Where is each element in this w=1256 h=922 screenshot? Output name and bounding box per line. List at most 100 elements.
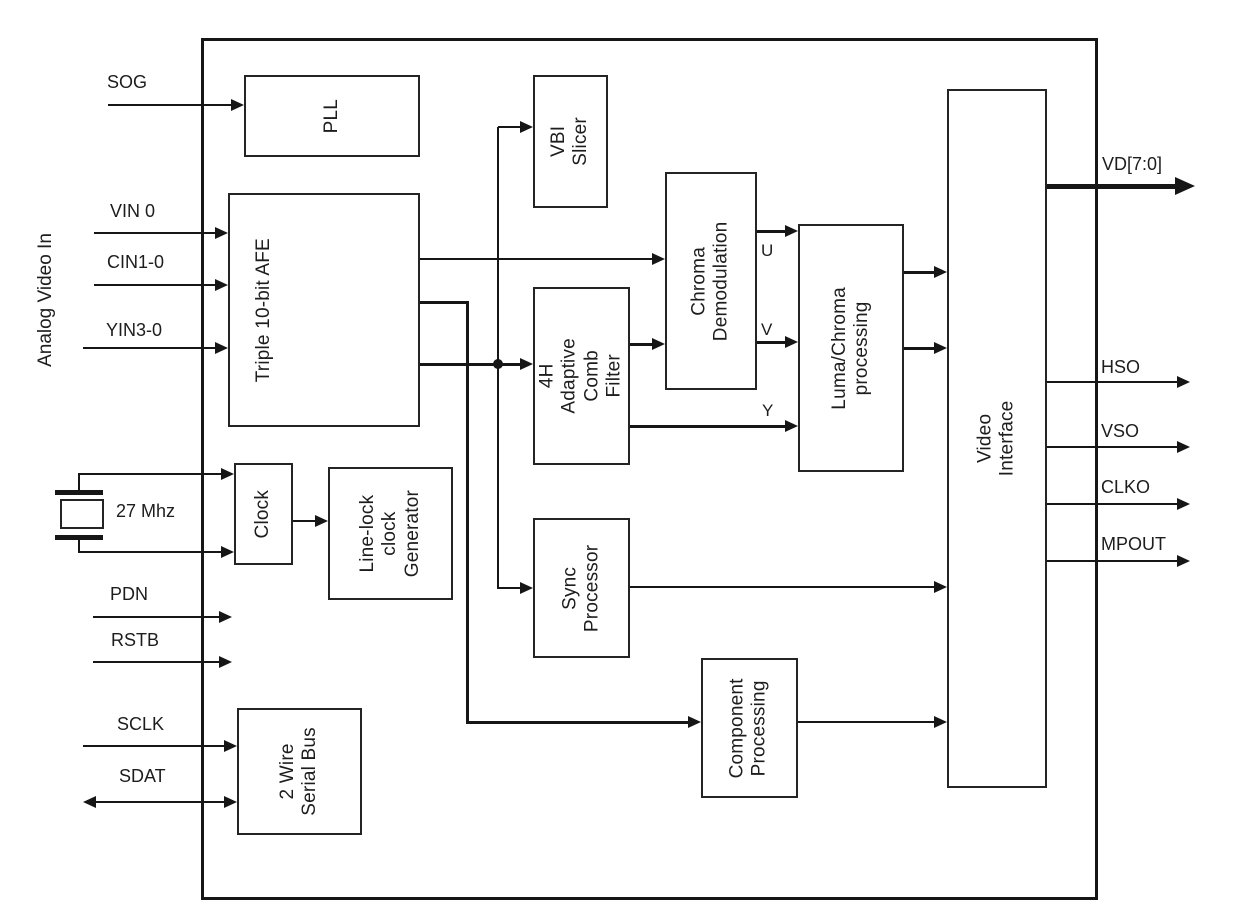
wire-y-arrowhead [785,420,798,432]
wire-pdn [93,616,219,618]
junction-dot [493,359,503,369]
wire-sclk-arrowhead [224,740,237,752]
wire-luma-out2 [904,347,934,350]
wire-cin [94,284,215,286]
wire-afe-to-chroma-arrowhead [652,253,665,265]
wire-vd-bus-arrowhead [1175,177,1195,195]
wire-vd-bus [1047,184,1175,189]
wire-to-vbi-arrowhead [520,121,533,133]
wire-vso [1047,446,1177,448]
wire-luma-out2-arrowhead [934,342,947,354]
wire-hso [1047,381,1177,383]
block-comb-filter: 4H Adaptive Comb Filter [533,287,630,465]
wire-rstb [93,661,219,663]
block-line-lock-label: Line-lock clock Generator [356,489,423,578]
wire-mpout-arrowhead [1177,555,1190,567]
pin-label-vso: VSO [1101,421,1140,441]
wire-vin0 [94,232,215,234]
block-sync-processor: Sync Processor [533,518,630,658]
wire-clock-to-linelock [293,520,315,522]
block-afe: Triple 10-bit AFE [228,193,420,427]
crystal-stub-top [78,473,80,491]
pin-label-sog: SOG [107,72,148,92]
signal-label-v: V [761,320,773,339]
wire-afe-to-comb-arrowhead [520,358,533,370]
crystal-stub-bottom [78,539,80,553]
block-component-processing: Component Processing [701,658,798,798]
analog-video-in-label: Analog Video In [35,233,56,367]
signal-label-u: U [761,241,774,260]
wire-afe-to-chroma [420,258,652,260]
block-line-lock: Line-lock clock Generator [328,467,453,600]
block-vbi-slicer: VBI Slicer [533,75,608,208]
block-luma-chroma-label: Luma/Chroma processing [828,286,872,410]
pin-label-clko: CLKO [1101,477,1151,497]
wire-v [757,341,785,344]
wire-sdat [96,801,224,803]
block-vbi-slicer-label: VBI Slicer [548,117,592,166]
wire-crystal-bottom [80,551,221,553]
wire-sync-to-video [630,586,934,588]
wire-pdn-arrowhead [219,611,232,623]
wire-mpout [1047,560,1177,562]
block-chroma-demod: Chroma Demodulation [665,172,757,390]
block-pll: PLL [244,75,420,157]
pin-label-pdn: PDN [110,584,149,604]
wire-to-component-arrowhead [688,716,701,728]
wire-vso-arrowhead [1177,441,1190,453]
wire-comb-to-chroma-arrowhead [652,338,665,350]
wire-to-sync-arrowhead [520,582,533,594]
wire-branch-vertical [497,127,499,589]
pin-label-rstb: RSTB [111,630,160,650]
wire-sog [108,104,231,106]
wire-sdat-arrowhead-left [83,796,96,808]
pin-label-mpout: MPOUT [1101,534,1166,554]
wire-clko-arrowhead [1177,498,1190,510]
wire-sdat-arrowhead-right [224,796,237,808]
pin-label-sclk: SCLK [117,714,165,734]
block-luma-chroma: Luma/Chroma processing [798,224,904,472]
wire-vin0-arrowhead [215,227,228,239]
wire-crystal-top [80,473,221,475]
wire-luma-out1 [904,271,934,274]
wire-clock-to-linelock-arrowhead [315,515,328,527]
block-sync-processor-label: Sync Processor [559,544,603,632]
wire-to-sync [498,587,520,589]
pin-label-sdat: SDAT [119,766,166,786]
crystal-top-plate [55,490,103,495]
wire-clko [1047,503,1177,505]
block-video-interface-label: Video Interface [974,400,1018,477]
block-clock: Clock [234,463,293,565]
block-serial-bus-label: 2 Wire Serial Bus [277,727,321,816]
wire-crystal-bottom-arrowhead [221,546,234,558]
pin-label-vin0: VIN 0 [110,201,156,221]
wire-sog-arrowhead [231,99,244,111]
wire-rstb-arrowhead [219,656,232,668]
block-serial-bus: 2 Wire Serial Bus [237,708,362,835]
block-afe-label: Triple 10-bit AFE [252,237,274,383]
wire-yin [83,347,215,349]
crystal-frequency-label: 27 Mhz [116,501,176,521]
pin-label-yin: YIN3-0 [106,320,163,340]
wire-u [757,230,785,233]
wire-cin-arrowhead [215,279,228,291]
block-clock-label: Clock [252,489,274,539]
wire-afe-out2-horizontal [420,301,468,304]
wire-afe-out2-vertical [466,301,469,724]
block-chroma-demod-label: Chroma Demodulation [688,221,733,341]
pin-label-vd: VD[7:0] [1102,154,1163,174]
wire-to-vbi [498,126,520,128]
wire-comb-to-chroma [630,343,652,346]
crystal-bottom-plate [55,535,103,540]
wire-hso-arrowhead [1177,376,1190,388]
wire-component-to-video [798,721,934,723]
pin-label-cin: CIN1-0 [107,252,165,272]
wire-v-arrowhead [785,336,798,348]
wire-sync-to-video-arrowhead [934,581,947,593]
signal-label-y: Y [762,401,774,420]
block-video-interface: Video Interface [947,89,1047,788]
wire-luma-out1-arrowhead [934,266,947,278]
block-pll-label: PLL [320,98,342,134]
wire-afe-to-comb [420,363,520,366]
wire-u-arrowhead [785,225,798,237]
